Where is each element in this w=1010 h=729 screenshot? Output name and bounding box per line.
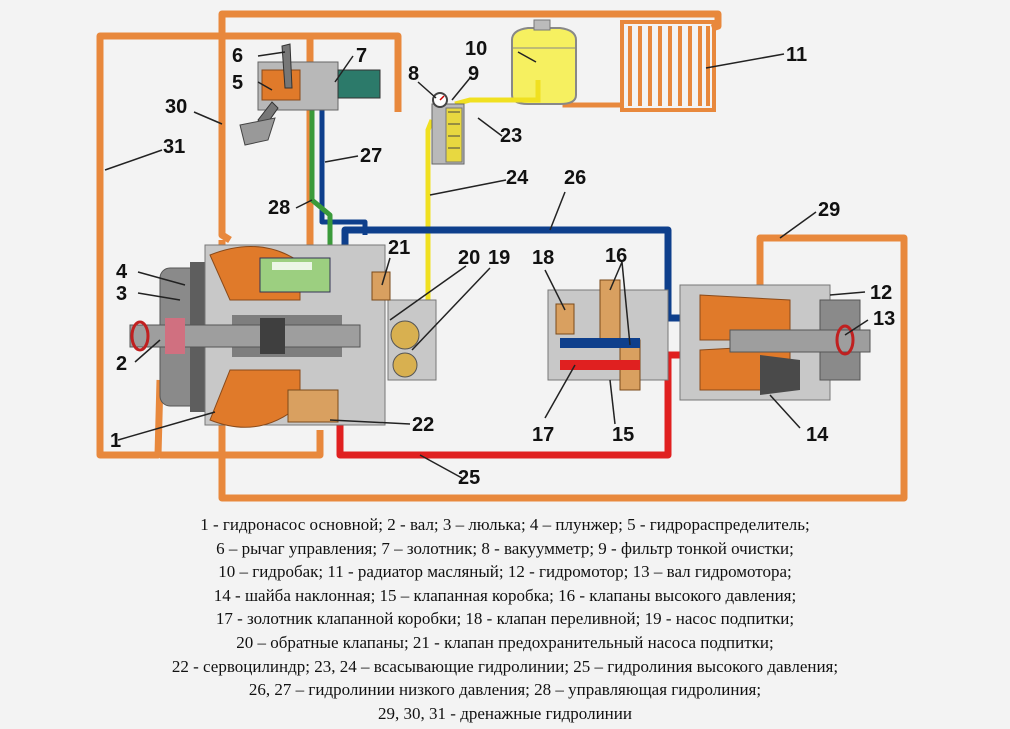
label-20: 20: [458, 247, 480, 269]
legend-line: 29, 30, 31 - дренажные гидролинии: [378, 703, 632, 723]
label-16: 16: [605, 245, 627, 267]
label-9: 9: [468, 63, 479, 85]
charge-pump-19: [371, 271, 437, 381]
legend-line: 6 – рычаг управления; 7 – золотник; 8 - …: [216, 538, 794, 558]
legend-line: 20 – обратные клапаны; 21 - клапан предо…: [236, 632, 774, 652]
label-17: 17: [532, 424, 554, 446]
label-4: 4: [116, 261, 128, 283]
control-lever-6: [239, 43, 293, 146]
filter-9: [431, 103, 465, 165]
label-15: 15: [612, 424, 634, 446]
label-23: 23: [500, 125, 522, 147]
leader-lines: [104, 51, 869, 479]
suction-line-23: [454, 80, 541, 107]
drain-line-30: [218, 10, 722, 243]
label-5: 5: [232, 72, 243, 94]
legend-line: 1 - гидронасос основной; 2 - вал; 3 – лю…: [200, 515, 810, 534]
label-13: 13: [873, 308, 895, 330]
label-25: 25: [458, 467, 480, 489]
legend-line: 26, 27 – гидролинии низкого давления; 28…: [248, 680, 762, 700]
label-7: 7: [356, 45, 367, 67]
label-24: 24: [506, 167, 529, 189]
radiator-11: [562, 20, 716, 112]
label-18: 18: [532, 247, 554, 269]
label-21: 21: [388, 237, 410, 259]
distributor-5: [257, 61, 381, 111]
label-6: 6: [232, 45, 243, 67]
legend-line: 17 - золотник клапанной коробки; 18 - кл…: [215, 609, 795, 629]
hydraulic-system-diagram: 1 2 3 4 5 6 7 8 9 10 11 12 13 14 15 16 1…: [96, 10, 908, 502]
control-line-28: [309, 98, 333, 265]
label-3: 3: [116, 283, 127, 305]
label-2: 2: [116, 353, 127, 375]
hydraulic-tank-10: [511, 19, 577, 105]
label-11: 11: [786, 44, 807, 66]
label-28: 28: [268, 197, 290, 219]
legend-line: 22 - сервоцилиндр; 23, 24 – всасывающие …: [171, 656, 839, 676]
label-31: 31: [163, 136, 185, 158]
label-1: 1: [110, 430, 121, 452]
label-27: 27: [360, 145, 382, 167]
legend-line: 10 – гидробак; 11 - радиатор масляный; 1…: [218, 562, 792, 582]
label-10: 10: [465, 38, 487, 60]
valve-box-15: [547, 279, 669, 391]
hydraulic-motor-12: [679, 284, 871, 401]
main-pump-1: [129, 244, 386, 428]
label-12: 12: [870, 282, 892, 304]
label-8: 8: [408, 63, 419, 85]
label-30: 30: [165, 96, 187, 118]
low-pressure-line-27: [319, 95, 368, 235]
legend-line: 14 - шайба наклонная; 15 – клапанная кор…: [213, 585, 797, 605]
vacuum-gauge-8: [432, 92, 448, 108]
legend: 1 - гидронасос основной; 2 - вал; 3 – лю…: [0, 513, 1010, 725]
label-19: 19: [488, 247, 510, 269]
label-29: 29: [818, 199, 840, 221]
label-26: 26: [564, 167, 586, 189]
label-14: 14: [806, 424, 829, 446]
label-22: 22: [412, 414, 434, 436]
